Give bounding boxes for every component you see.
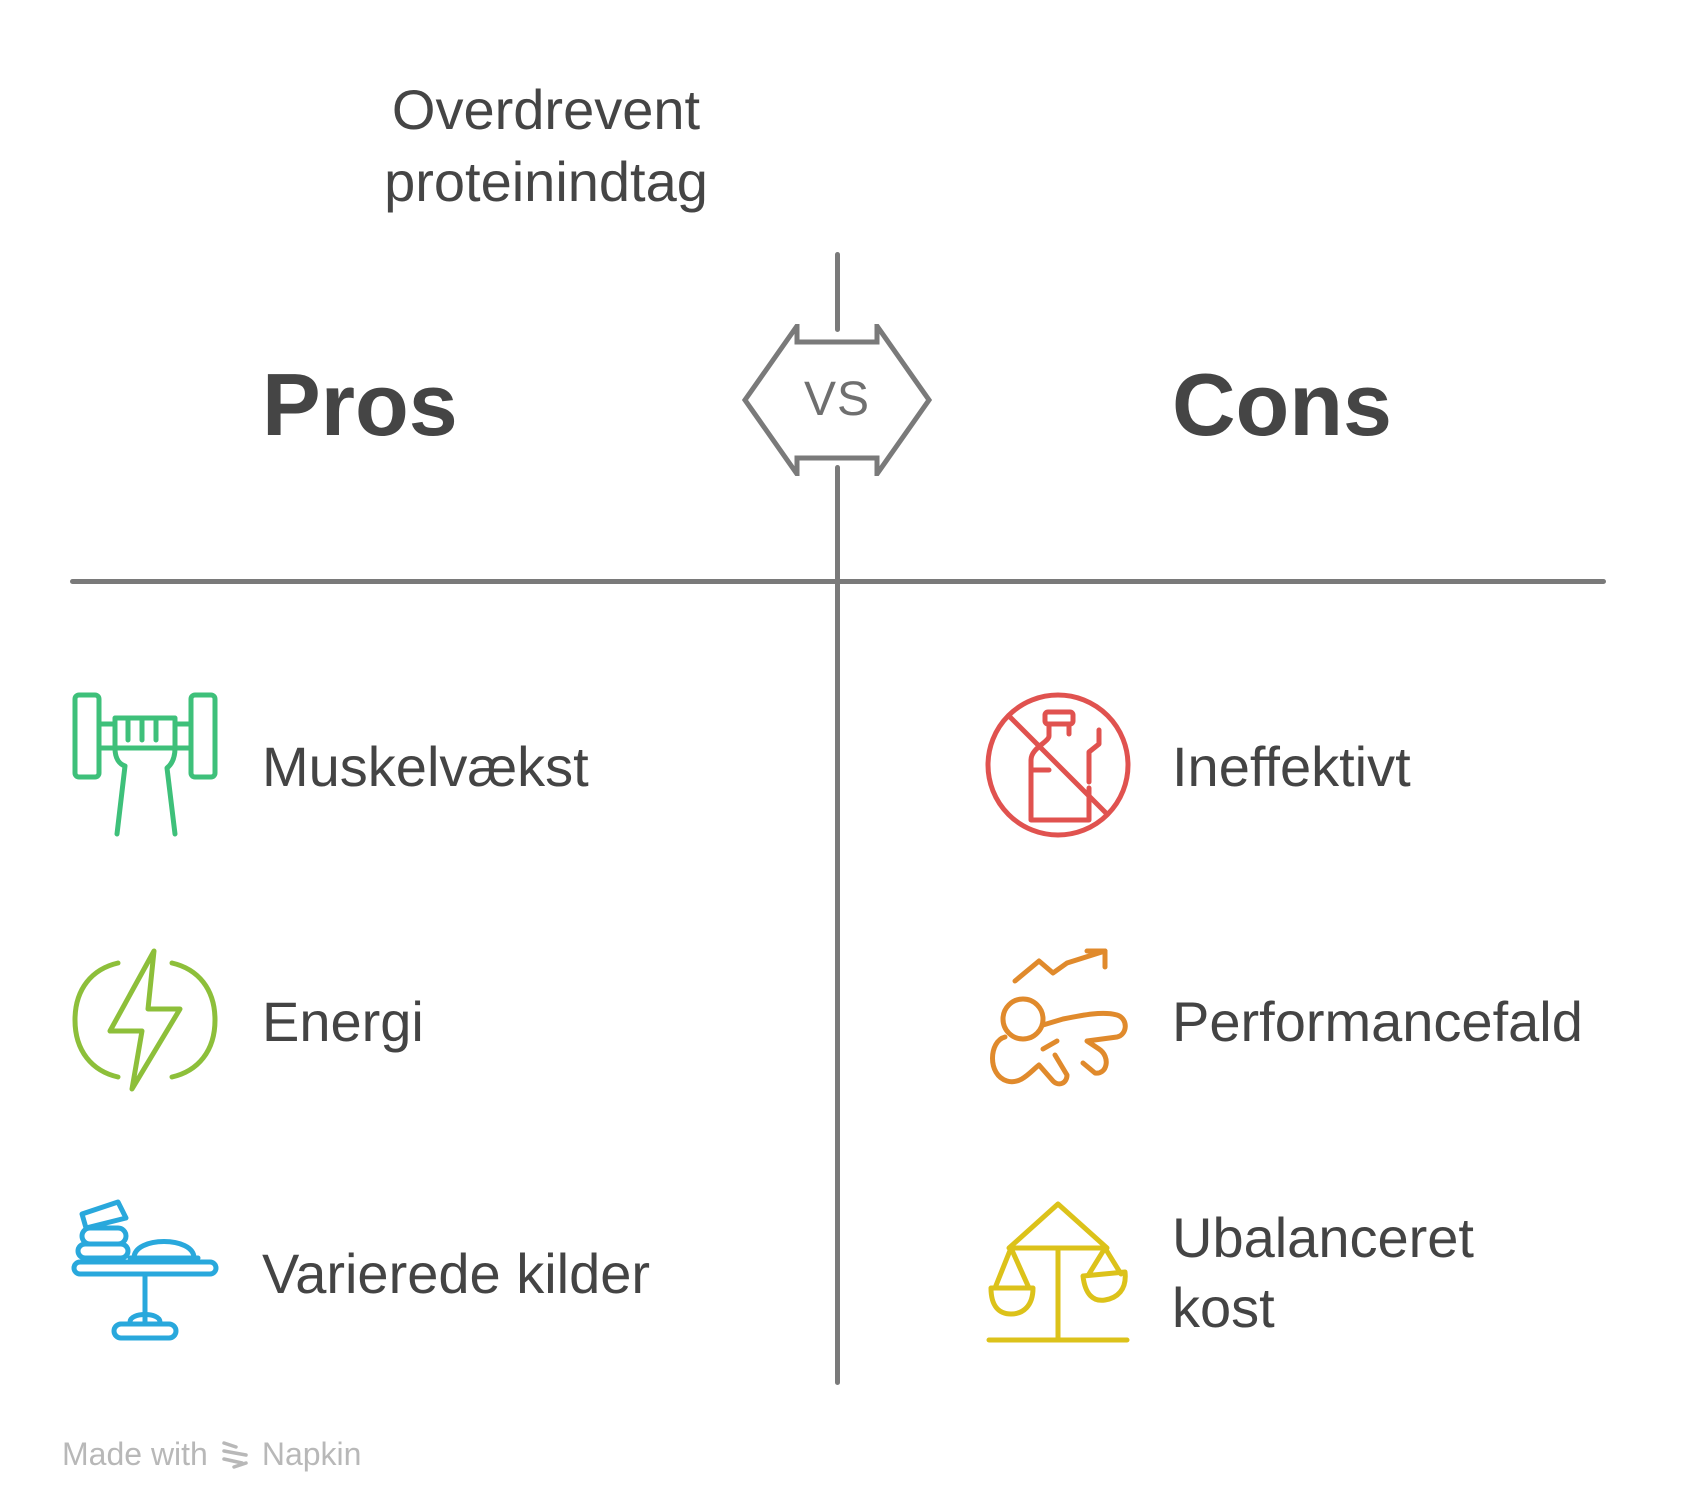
- food-table-icon: [71, 1199, 219, 1341]
- unbalanced-scale-icon: [986, 1201, 1130, 1343]
- cons-item-performancefald: Performancefald: [1172, 990, 1583, 1053]
- pros-item-energi: Energi: [262, 990, 424, 1053]
- title-line-1: Overdrevent: [391, 78, 701, 141]
- pros-heading: Pros: [262, 355, 458, 454]
- cons-item-ineffektivt: Ineffektivt: [1172, 735, 1411, 798]
- dumbbell-hand-icon: [72, 692, 218, 837]
- no-protein-shake-icon: [985, 692, 1131, 838]
- vs-label: VS: [803, 373, 871, 426]
- energy-bolt-icon: [72, 948, 218, 1092]
- pros-item-varierede-kilder: Varierede kilder: [262, 1242, 651, 1305]
- vs-double-arrow-icon: [742, 324, 932, 476]
- vertical-divider: [835, 465, 840, 1385]
- napkin-logo-icon: [222, 1441, 248, 1469]
- cons-item-ubalanceret-kost-line-2: kost: [1172, 1276, 1275, 1339]
- made-with-label: Made with: [62, 1436, 208, 1472]
- title-line-2: proteinindtag: [384, 150, 708, 213]
- napkin-attribution: Made with Napkin: [62, 1434, 361, 1474]
- tired-person-icon: [990, 948, 1128, 1087]
- pros-item-muskelvaekst: Muskelvækst: [262, 735, 589, 798]
- horizontal-divider: [70, 579, 1606, 584]
- cons-heading: Cons: [1172, 355, 1392, 454]
- diagram-title: Overdrevent proteinindtag: [246, 74, 846, 218]
- cons-item-ubalanceret-kost-line-1: Ubalanceret: [1172, 1206, 1474, 1269]
- vertical-divider-top: [835, 252, 840, 332]
- napkin-brand-label: Napkin: [261, 1436, 362, 1472]
